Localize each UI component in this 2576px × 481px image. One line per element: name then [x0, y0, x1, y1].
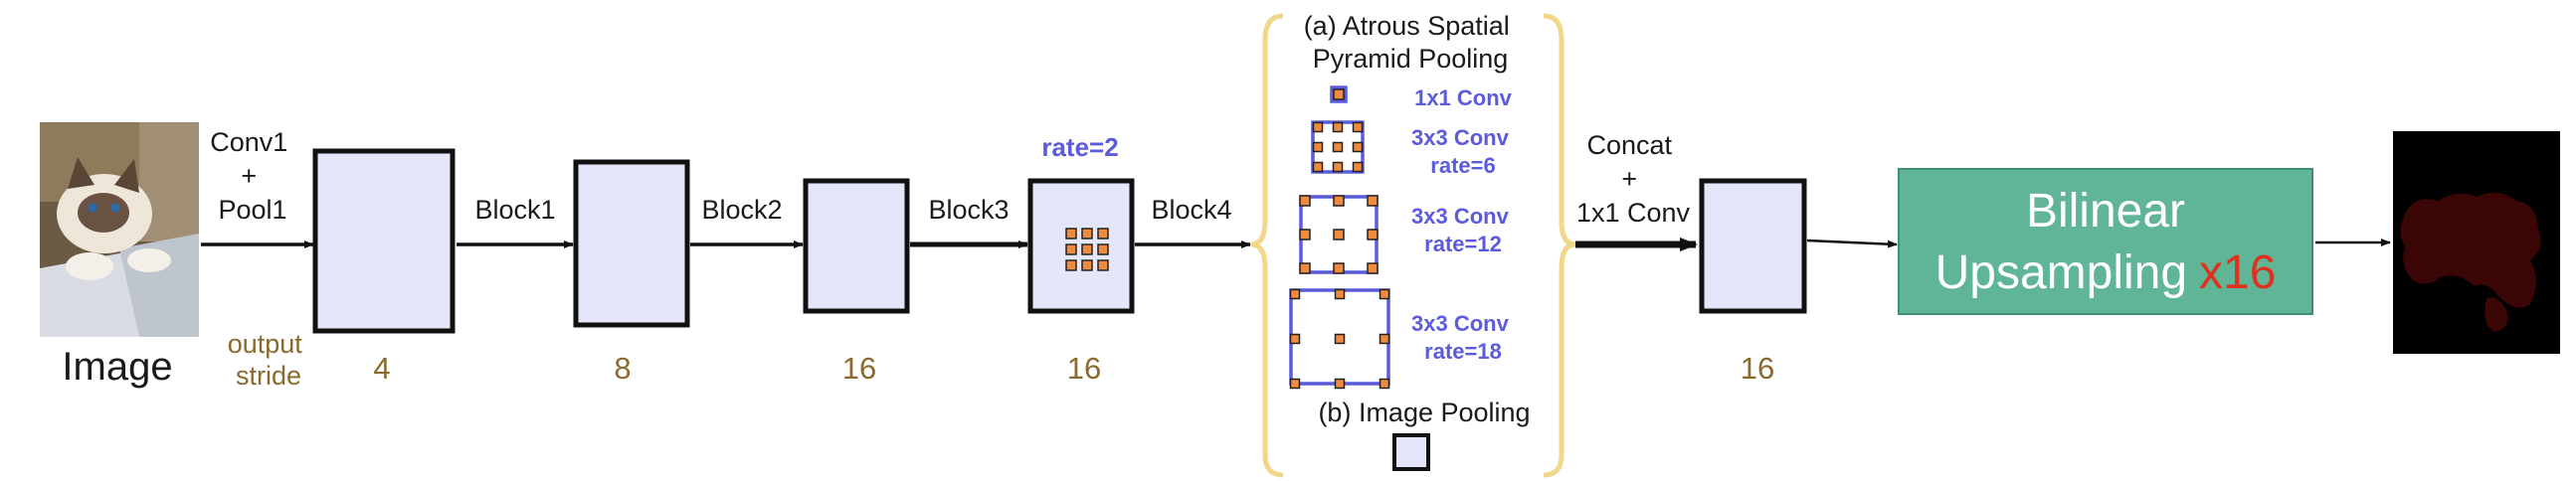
aspp-conv-rate18-line-1: 3x3 Conv — [1411, 311, 1510, 336]
rate2-cell-1 — [1081, 228, 1093, 240]
block3-label: Block3 — [928, 195, 1009, 225]
aspp-title-line-1: (a) Atrous Spatial — [1304, 11, 1510, 41]
stride-value-4: 16 — [1067, 351, 1101, 386]
rate6-cell-1 — [1332, 121, 1344, 133]
rate12-cell-4 — [1333, 229, 1345, 240]
rate6-cell-3 — [1312, 141, 1324, 153]
aspp-conv-rate6-label: 3x3 Conv rate=6 — [1411, 125, 1515, 178]
aspp-conv-rate12-line-1: 3x3 Conv — [1411, 204, 1510, 229]
stride-value-2: 8 — [614, 351, 631, 386]
rate2-cell-8 — [1097, 259, 1109, 271]
concat-line-1: Concat — [1586, 130, 1672, 160]
input-image-thumbnail — [40, 122, 199, 337]
rate18-cell-7 — [1334, 378, 1346, 390]
aspp-conv-1x1-label: 1x1 Conv — [1414, 85, 1513, 110]
aspp-conv-rate18-line-2: rate=18 — [1424, 339, 1502, 364]
aspp-conv-rate6-line-2: rate=6 — [1430, 153, 1495, 178]
rate2-cell-6 — [1065, 259, 1077, 271]
rate2-cell-4 — [1081, 243, 1093, 255]
rate12-cell-3 — [1299, 229, 1311, 240]
feature-block-3 — [1027, 178, 1135, 314]
aspp-right-brace — [1543, 13, 1576, 478]
aspp-title-line-2: Pyramid Pooling — [1313, 44, 1509, 74]
rate18-cell-3 — [1289, 333, 1301, 345]
rate18-cell-2 — [1379, 288, 1390, 300]
rate12-cell-8 — [1367, 262, 1379, 274]
stride-value-1: 4 — [373, 351, 390, 386]
feature-block-2 — [803, 178, 910, 314]
rate18-cell-5 — [1379, 333, 1390, 345]
rate12-cell-6 — [1299, 262, 1311, 274]
conv1-pool1-line-1: Conv1 — [210, 127, 287, 157]
rate2-cell-0 — [1065, 228, 1077, 240]
output-stride-line-2: stride — [236, 361, 301, 391]
rate6-cell-8 — [1352, 161, 1364, 173]
input-label: Image — [62, 345, 172, 389]
concat-line-2: + — [1621, 164, 1637, 194]
feature-block-1 — [573, 159, 690, 328]
aspp-conv-rate12-label: 3x3 Conv rate=12 — [1411, 204, 1515, 256]
rate2-cell-7 — [1081, 259, 1093, 271]
kernel-1x1-cell — [1333, 88, 1345, 100]
aspp-conv-rate6-line-1: 3x3 Conv — [1411, 125, 1510, 150]
upsampling-box — [1898, 168, 2313, 315]
concat-line-3: 1x1 Conv — [1576, 198, 1691, 228]
rate18-cell-4 — [1334, 333, 1346, 345]
rate12-cell-5 — [1367, 229, 1379, 240]
rate18-cell-0 — [1289, 288, 1301, 300]
mask-blob-small — [2484, 297, 2508, 332]
rate12-cell-1 — [1333, 195, 1345, 207]
image-pooling-label: (b) Image Pooling — [1318, 398, 1530, 427]
conv1-pool1-line-3: Pool1 — [218, 195, 286, 225]
stride-value-3: 16 — [842, 351, 876, 386]
kernel-rate18-cells — [1289, 288, 1390, 390]
kernel-1x1-frame — [1330, 85, 1348, 103]
kernel-rate6-cells — [1312, 121, 1364, 173]
feature-block-conv1 — [312, 148, 456, 334]
aspp-conv-rate18-label: 3x3 Conv rate=18 — [1411, 311, 1515, 364]
rate18-cell-6 — [1289, 378, 1301, 390]
stride-value-5: 16 — [1741, 351, 1774, 386]
rate6-cell-7 — [1332, 161, 1344, 173]
atrous-kernel-grid — [1065, 228, 1109, 271]
output-stride-line-1: output — [228, 329, 303, 359]
rate2-cell-5 — [1097, 243, 1109, 255]
rate2-cell-2 — [1097, 228, 1109, 240]
block1-label: Block1 — [474, 195, 555, 225]
upsampling-word: Upsampling — [1935, 246, 2187, 299]
feature-block-concat — [1699, 178, 1807, 314]
rate6-cell-2 — [1352, 121, 1364, 133]
rate12-cell-7 — [1333, 262, 1345, 274]
rate2-cell-3 — [1065, 243, 1077, 255]
rate18-cell-8 — [1379, 378, 1390, 390]
kernel-rate12-cells — [1299, 195, 1379, 274]
rate18-cell-1 — [1334, 288, 1346, 300]
rate6-cell-5 — [1352, 141, 1364, 153]
arrow-to-upsample — [1806, 239, 1898, 248]
rate6-cell-4 — [1332, 141, 1344, 153]
upsampling-factor: x16 — [2199, 246, 2276, 299]
concat-label: Concat + 1x1 Conv — [1576, 130, 1691, 228]
mask-blob — [2400, 192, 2541, 308]
rate-label: rate=2 — [1041, 132, 1118, 162]
rate12-cell-2 — [1367, 195, 1379, 207]
aspp-left-brace — [1250, 13, 1284, 478]
upsampling-label-line-1: Bilinear — [2026, 185, 2185, 238]
rate6-cell-6 — [1312, 161, 1324, 173]
rate6-cell-0 — [1312, 121, 1324, 133]
block2-label: Block2 — [701, 195, 782, 225]
conv1-pool1-label: Conv1 + Pool1 — [210, 127, 295, 225]
aspp-conv-rate12-line-2: rate=12 — [1424, 232, 1502, 256]
rate12-cell-0 — [1299, 195, 1311, 207]
block4-label: Block4 — [1151, 195, 1231, 225]
output-stride-label: output stride — [228, 329, 310, 391]
aspp-title: (a) Atrous Spatial Pyramid Pooling — [1304, 11, 1518, 74]
image-pooling-block — [1392, 433, 1430, 471]
conv1-pool1-line-2: + — [241, 161, 257, 191]
